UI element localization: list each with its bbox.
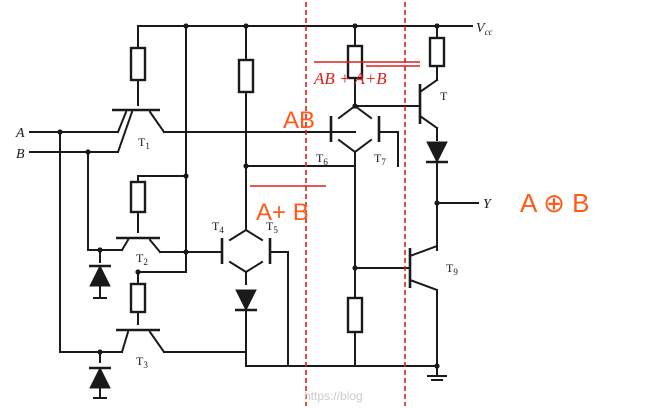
annotation-xor-result: A ⊕ B [520,188,589,218]
diode-d1 [89,247,111,299]
resistor-r4 [428,36,446,68]
t9-label: T9 [446,261,458,277]
transistor-pair-t6-t7 [313,77,421,299]
input-lines [29,129,119,353]
diode-d3 [235,289,438,367]
t5-label: T5 [266,219,278,235]
output-y-label: Y [483,197,493,212]
input-a-label: A [15,126,25,141]
t6-label: T6 [316,151,328,167]
resistor-r7 [346,296,364,334]
watermark: https://blog [304,389,363,403]
annotation-a-plus-b: A+ B [256,199,309,226]
t2-label: T2 [136,251,148,267]
diode-d2 [89,349,111,399]
t-output-label: T [440,89,448,103]
annotation-ab: AB [283,107,315,134]
input-b-label: B [16,147,25,162]
t7-label: T7 [374,151,386,167]
vcc-label: Vcc [476,21,493,37]
resistor-r5 [129,180,147,214]
vcc-rail [137,23,473,273]
resistor-r1 [129,46,147,82]
resistor-r2 [237,58,255,94]
t3-label: T3 [136,354,148,370]
t4-label: T4 [212,219,224,235]
transistor-pair-t4-t5 [183,91,356,367]
transistor-t-output [418,65,439,141]
diode-d4 [426,141,479,251]
transistor-t2 [87,173,189,254]
annotation-ab-plus-a-plus-b: AB + A+B [313,69,387,88]
transistor-t9 [354,244,447,381]
transistor-t3 [59,269,247,354]
t1-label: T1 [138,135,150,151]
resistor-r6 [129,282,147,314]
